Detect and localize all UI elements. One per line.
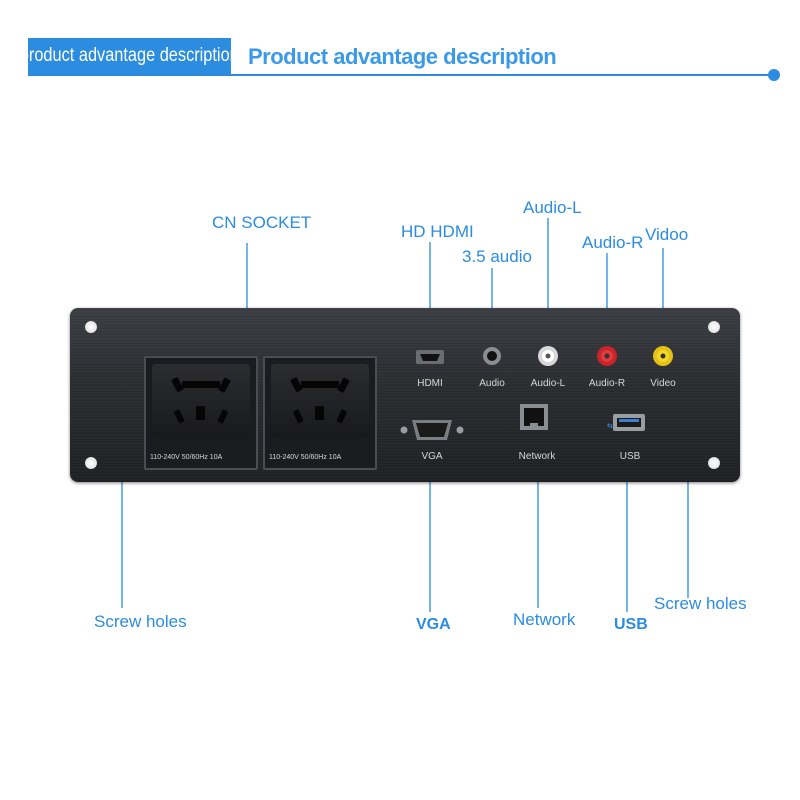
rca-audio-l-icon [538, 346, 558, 366]
callout-hd-hdmi: HD HDMI [401, 222, 474, 241]
port-label-video: Video [650, 378, 676, 389]
header-divider-dot [768, 69, 780, 81]
callout-cn-socket: CN SOCKET [212, 213, 312, 232]
callout-3-5-audio: 3.5 audio [462, 247, 532, 266]
audio-jack-icon [483, 347, 501, 365]
screw-hole-top-right [708, 321, 720, 333]
network-port-icon [520, 404, 548, 430]
screw-hole-top-left [85, 321, 97, 333]
port-label-audio-l: Audio-L [530, 378, 566, 389]
port-label-audio-r: Audio-R [588, 378, 626, 389]
callout-screw-holes-right: Screw holes [654, 594, 747, 613]
port-label-vga: VGA [421, 451, 443, 462]
callout-audio-r: Audio-R [582, 233, 644, 252]
header-badge-text: product advantage description [20, 45, 239, 66]
callout-video: Vidoo [645, 225, 689, 244]
callout-vga: VGA [416, 616, 451, 633]
port-label-hdmi: HDMI [417, 378, 443, 389]
socket-face [271, 364, 369, 438]
svg-text:⇆: ⇆ [607, 422, 613, 430]
usb-port-icon: ⇆ [607, 414, 645, 431]
power-socket-1: 110-240V 50/60Hz 10A [144, 356, 258, 470]
socket-outlet-icon [171, 377, 231, 424]
page-title: Product advantage description [248, 44, 557, 69]
header-badge: product advantage description [20, 38, 239, 74]
socket-rating-label: 110-240V 50/60Hz 10A [150, 454, 223, 461]
callout-usb: USB [614, 616, 648, 633]
power-socket-2: 110-240V 50/60Hz 10A [263, 356, 377, 470]
socket-rating-label: 110-240V 50/60Hz 10A [269, 454, 342, 461]
hdmi-port-icon [416, 350, 444, 364]
callout-audio-l: Audio-L [523, 198, 582, 217]
callout-network: Network [513, 610, 576, 629]
vga-port-icon [400, 420, 464, 440]
rca-audio-r-icon [597, 346, 617, 366]
port-label-usb: USB [619, 451, 641, 462]
header-divider [28, 74, 774, 76]
connection-panel: 110-240V 50/60Hz 10A 110-240V 50/60Hz 10… [70, 308, 740, 482]
callout-screw-holes-left: Screw holes [94, 612, 187, 631]
socket-outlet-icon [290, 377, 350, 424]
screw-hole-bottom-right [708, 457, 720, 469]
port-label-audio: Audio [479, 378, 505, 389]
socket-face [152, 364, 250, 438]
panel-ports: ⇆ [400, 346, 673, 440]
port-label-network: Network [518, 451, 556, 462]
screw-hole-bottom-left [85, 457, 97, 469]
rca-video-icon [653, 346, 673, 366]
